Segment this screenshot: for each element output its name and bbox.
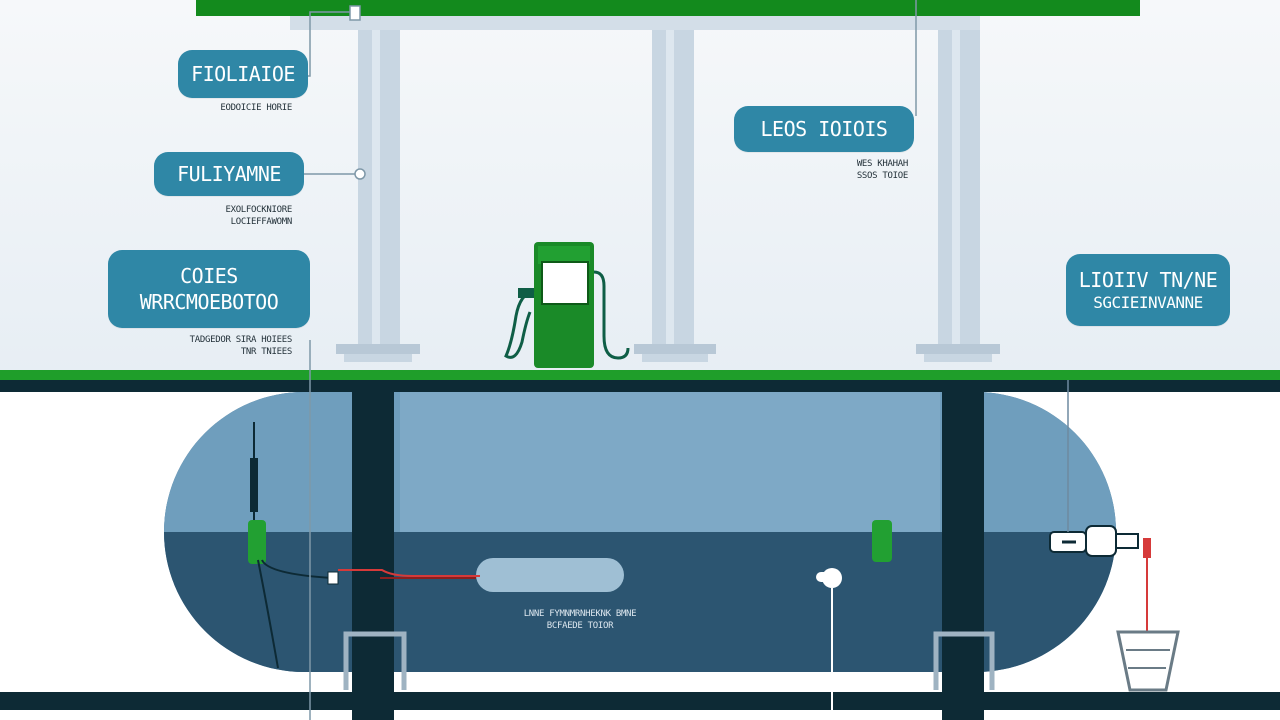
valve-icon — [1049, 380, 1139, 557]
callout-b-caption-line1: EXOLFOCKNIORE — [225, 205, 292, 215]
probe-sensor-icon — [816, 520, 892, 710]
ground-slab — [0, 380, 1280, 392]
drain-funnel-icon — [1116, 538, 1180, 692]
callout-b-caption: EXOLFOCKNIORE LOCIEFFAWOMN — [170, 204, 292, 228]
callout-d-caption-line2: SSOS TOIOE — [856, 171, 908, 181]
callout-label-d: LEOS IOIOIS — [734, 106, 914, 152]
tank-caption: LNNE FYMNMRNHEKNK BMNE BCFAEDE TOIOR — [470, 608, 690, 632]
callout-a-caption: EODOICIE HORIE — [170, 102, 292, 114]
canopy-column-middle — [634, 30, 716, 362]
callout-e-title: LIOIIV TN/NE — [1078, 268, 1218, 292]
callout-a-title: FIOLIAIOE — [191, 62, 295, 86]
canopy-column-right — [916, 30, 1000, 362]
canopy-column-left — [336, 30, 420, 362]
callout-d-title: LEOS IOIOIS — [760, 117, 888, 141]
callout-c-caption: TADGEDOR SIRA HOIEES TNR TNIEES — [140, 334, 293, 358]
callout-e-subtitle: SGCIEINVANNE — [1093, 293, 1203, 312]
callout-leaders — [304, 0, 917, 720]
callout-label-e: LIOIIV TN/NE SGCIEINVANNE — [1066, 254, 1230, 326]
callout-c-subtitle: WRRCMOEBOTOO — [139, 290, 279, 314]
callout-d-caption: WES KHAHAH SSOS TOIOE — [778, 158, 908, 182]
callout-a-caption-line1: EODOICIE HORIE — [220, 103, 292, 113]
callout-label-b: FULIYAMNE — [154, 152, 304, 196]
support-post-right — [942, 392, 984, 720]
fuel-dispenser-icon — [504, 242, 630, 368]
callout-c-title: COIES — [180, 264, 238, 288]
support-post-left — [352, 392, 394, 720]
callout-c-caption-line2: TNR TNIEES — [240, 347, 292, 357]
signal-wiring — [327, 569, 480, 585]
ground-surface — [0, 370, 1280, 380]
callout-b-title: FULIYAMNE — [177, 162, 281, 186]
tank-caption-line1: LNNE FYMNMRNHEKNK BMNE — [523, 609, 637, 619]
tank-caption-line2: BCFAEDE TOIOR — [546, 621, 614, 631]
callout-c-caption-line1: TADGEDOR SIRA HOIEES — [189, 335, 293, 345]
canopy — [196, 0, 1140, 30]
callout-label-a: FIOLIAIOE — [178, 50, 308, 98]
callout-b-caption-line2: LOCIEFFAWOMN — [230, 217, 293, 227]
callout-d-caption-line1: WES KHAHAH — [856, 159, 908, 169]
footing-right — [933, 631, 995, 690]
footing-left — [343, 631, 407, 690]
callout-label-c: COIES WRRCMOEBOTOO — [108, 250, 310, 328]
foundation-band — [0, 692, 1280, 710]
level-sensor-icon — [248, 422, 333, 669]
